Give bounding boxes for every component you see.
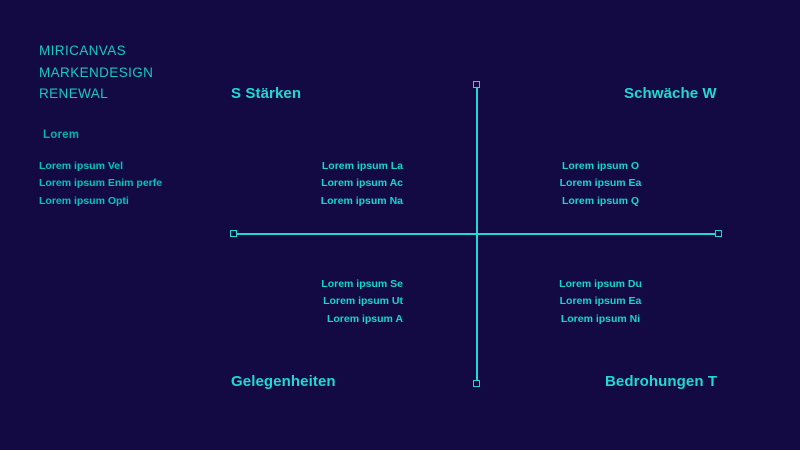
quadrant-item: Lorem ipsum Ea: [559, 295, 642, 308]
quadrant-items-weaknesses: Lorem ipsum O Lorem ipsum Ea Lorem ipsum…: [513, 158, 688, 210]
quadrant-title-threats: Bedrohungen T: [605, 373, 718, 390]
legend-item: Lorem ipsum Enim perfe: [39, 177, 163, 190]
axis-top-square-marker-icon: [473, 81, 480, 88]
brand-line-2: MARKENDESIGN: [39, 64, 154, 80]
quadrant-item: Lorem ipsum Se: [321, 278, 403, 290]
legend-item: Lorem ipsum Vel: [39, 160, 124, 172]
legend-block: Lorem Lorem ipsum Vel Lorem ipsum Enim p…: [39, 129, 269, 210]
quadrant-item: Lorem ipsum O: [561, 160, 639, 172]
quadrant-item: Lorem ipsum Q: [561, 194, 639, 207]
quadrant-title-opportunities: Gelegenheiten: [231, 373, 336, 390]
quadrant-items-strengths: Lorem ipsum La Lorem ipsum Ac Lorem ipsu…: [228, 158, 403, 210]
legend-title: Lorem: [43, 129, 80, 141]
axis-bottom-square-marker-icon: [473, 380, 480, 387]
axis-right-square-marker-icon: [715, 230, 722, 237]
brand-title-block: MIRICANVAS MARKENDESIGN RENEWAL: [39, 40, 259, 105]
legend-item: Lorem ipsum Opti: [39, 194, 129, 207]
quadrant-item: Lorem ipsum Du: [559, 278, 642, 290]
quadrant-item: Lorem ipsum La: [321, 160, 403, 172]
quadrant-items-threats: Lorem ipsum Du Lorem ipsum Ea Lorem ipsu…: [513, 276, 688, 328]
brand-line-3: RENEWAL: [39, 86, 109, 101]
quadrant-item: Lorem ipsum A: [326, 312, 403, 325]
vertical-axis-line: [476, 84, 478, 387]
axis-left-square-marker-icon: [230, 230, 237, 237]
quadrant-title-weaknesses: Schwäche W: [624, 85, 717, 102]
quadrant-item: Lorem ipsum Ut: [323, 295, 403, 308]
legend-item-list: Lorem ipsum Vel Lorem ipsum Enim perfe L…: [39, 158, 269, 210]
quadrant-title-strengths: S Stärken: [231, 85, 302, 102]
brand-line-1: MIRICANVAS: [39, 43, 127, 58]
quadrant-item: Lorem ipsum Na: [320, 194, 403, 207]
quadrant-item: Lorem ipsum Ni: [560, 312, 641, 325]
quadrant-item: Lorem ipsum Ea: [559, 177, 642, 190]
quadrant-items-opportunities: Lorem ipsum Se Lorem ipsum Ut Lorem ipsu…: [228, 276, 403, 328]
quadrant-item: Lorem ipsum Ac: [321, 177, 403, 190]
